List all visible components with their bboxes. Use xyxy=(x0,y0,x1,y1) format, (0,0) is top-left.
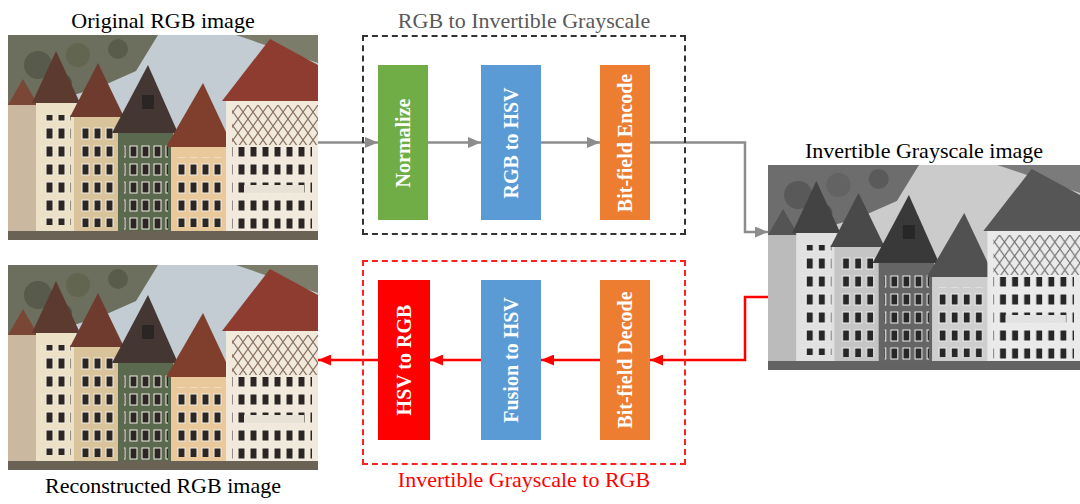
process-label: Normalize xyxy=(392,70,414,215)
flow-arrow xyxy=(430,359,481,362)
flow-arrow xyxy=(318,141,378,144)
group-title: Invertible Grayscale to RGB xyxy=(398,467,650,493)
flow-arrow xyxy=(541,359,600,362)
process-label: RGB to HSV xyxy=(500,70,522,215)
flow-arrow xyxy=(541,141,600,144)
image-caption: Invertible Grayscale image xyxy=(805,138,1043,164)
image-frame: Reconstructed RGB image xyxy=(8,265,318,470)
flow-arrow xyxy=(650,297,768,360)
grayscale-photo xyxy=(768,165,1080,370)
image-frame: Original RGB image xyxy=(8,35,318,240)
flow-arrow xyxy=(428,141,481,144)
process-box: Normalize xyxy=(378,65,428,220)
reconstructed-photo xyxy=(8,265,318,470)
flow-arrow xyxy=(318,359,378,362)
flow-arrow xyxy=(650,143,768,233)
dashed-group: Invertible Grayscale to RGBHSV to RGBFus… xyxy=(362,260,686,465)
process-label: Fusion to HSV xyxy=(500,285,522,435)
image-caption: Original RGB image xyxy=(71,8,254,34)
image-frame: Invertible Grayscale image xyxy=(768,165,1080,370)
process-box: Fusion to HSV xyxy=(481,280,541,440)
process-label: Bit-field Decode xyxy=(614,285,636,435)
process-box: RGB to HSV xyxy=(481,65,541,220)
dashed-group: RGB to Invertible GrayscaleNormalizeRGB … xyxy=(362,35,686,235)
process-box: Bit-field Decode xyxy=(600,280,650,440)
process-label: HSV to RGB xyxy=(393,285,415,435)
process-box: Bit-field Encode xyxy=(600,65,650,220)
original-photo xyxy=(8,35,318,240)
image-caption: Reconstructed RGB image xyxy=(45,473,281,499)
group-title: RGB to Invertible Grayscale xyxy=(398,8,650,34)
process-box: HSV to RGB xyxy=(378,280,430,440)
process-label: Bit-field Encode xyxy=(614,70,636,215)
